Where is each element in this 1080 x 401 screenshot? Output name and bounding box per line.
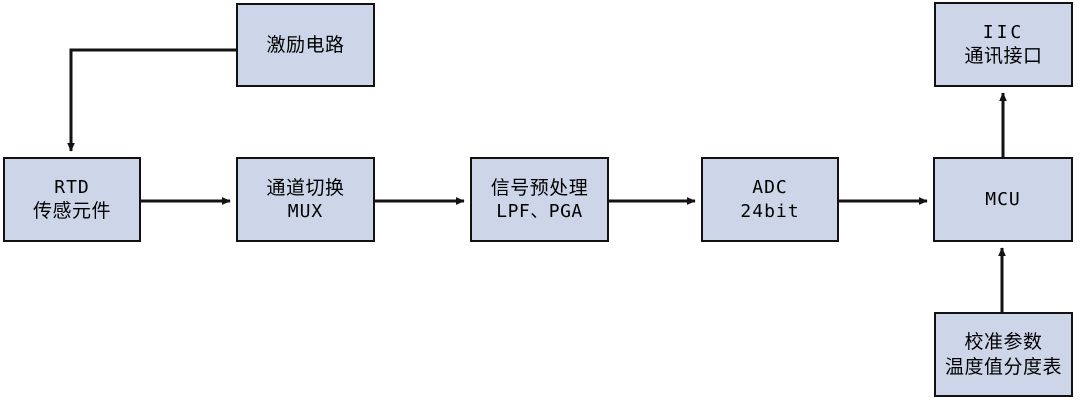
- block-iic-interface-line-2: 通讯接口: [964, 44, 1043, 67]
- block-iic-interface-line-1: IIC: [982, 21, 1025, 43]
- block-signal-preprocessing-line-2: LPF、PGA: [496, 201, 583, 223]
- block-rtd-sensor-line-1: RTD: [54, 176, 90, 198]
- block-calibration-parameters[interactable]: 校准参数 温度值分度表: [934, 312, 1073, 397]
- block-excitation-circuit-line-1: 激励电路: [266, 33, 345, 56]
- block-channel-mux[interactable]: 通道切换 MUX: [236, 157, 375, 242]
- block-calibration-parameters-line-2: 温度值分度表: [944, 355, 1062, 378]
- block-signal-preprocessing-line-1: 信号预处理: [490, 176, 589, 199]
- block-signal-preprocessing[interactable]: 信号预处理 LPF、PGA: [470, 157, 609, 242]
- block-adc[interactable]: ADC 24bit: [701, 157, 839, 242]
- block-rtd-sensor[interactable]: RTD 传感元件: [3, 157, 141, 242]
- block-channel-mux-line-1: 通道切换: [266, 176, 345, 199]
- block-mcu-line-1: MCU: [985, 188, 1021, 210]
- block-calibration-parameters-line-1: 校准参数: [964, 331, 1043, 354]
- block-adc-line-2: 24bit: [740, 200, 800, 222]
- block-excitation-circuit[interactable]: 激励电路: [236, 3, 375, 87]
- block-mcu[interactable]: MCU: [933, 157, 1073, 242]
- connector-excitation-to-rtd: [67, 48, 236, 152]
- block-iic-interface[interactable]: IIC 通讯接口: [934, 2, 1073, 87]
- block-adc-line-1: ADC: [752, 177, 788, 199]
- block-channel-mux-line-2: MUX: [287, 201, 324, 223]
- block-rtd-sensor-line-2: 传感元件: [32, 199, 111, 222]
